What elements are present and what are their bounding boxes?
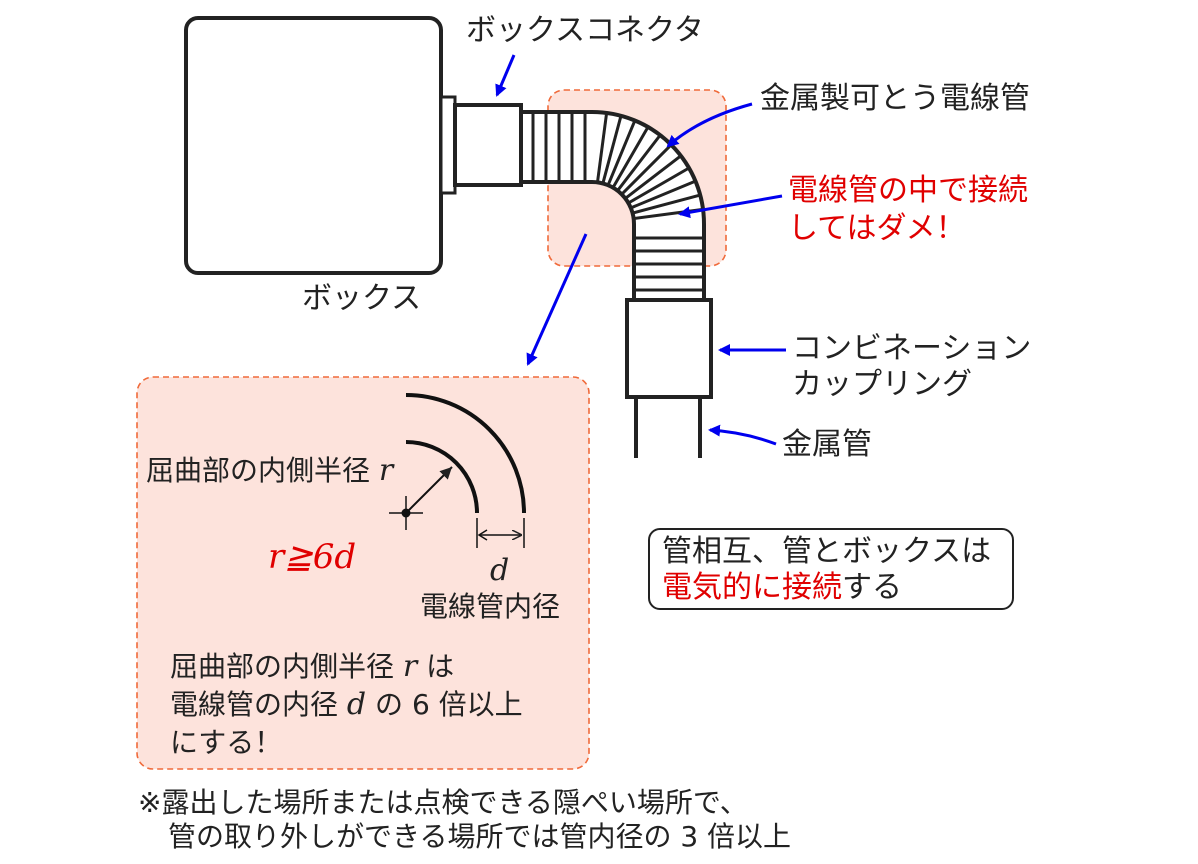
arrow-detail bbox=[526, 233, 588, 366]
rule-line-1-suffix: は bbox=[426, 650, 455, 683]
corrugation-ridge bbox=[616, 134, 662, 192]
rule-line-1-prefix: 屈曲部の内側半径 bbox=[170, 650, 395, 683]
inner-radius-text: 屈曲部の内側半径 bbox=[146, 454, 371, 487]
rule-line-1: 屈曲部の内側半径 r は bbox=[170, 648, 454, 686]
corrugation-ridge bbox=[595, 112, 609, 183]
note-box: 管相互、管とボックスは 電気的に接続する bbox=[648, 528, 1014, 610]
label-box: ボックス bbox=[302, 281, 422, 316]
arrow-flexible-conduit bbox=[666, 102, 753, 148]
corrugation-ridge bbox=[627, 166, 690, 205]
label-inner-radius: 屈曲部の内側半径 r bbox=[146, 452, 393, 490]
radius-arrow bbox=[405, 466, 453, 514]
conduit-corrugations bbox=[531, 112, 704, 292]
corrugation-ridge bbox=[606, 119, 637, 186]
outer-wall-arc bbox=[405, 393, 526, 514]
corrugation-ridge bbox=[630, 179, 697, 210]
dim-arrow-left bbox=[477, 529, 488, 541]
arrow-no-joint bbox=[678, 194, 783, 219]
label-no-joint-2: してはダメ！ bbox=[788, 211, 966, 246]
note-line-2-rest: する bbox=[842, 570, 902, 605]
rule-d-symbol: d bbox=[346, 687, 367, 722]
corrugation-ridge bbox=[624, 154, 682, 200]
box-connector bbox=[453, 103, 523, 187]
rule-r-symbol: r bbox=[402, 649, 418, 684]
rule-line-3: にする！ bbox=[170, 726, 283, 759]
arrow-box-connector bbox=[495, 54, 516, 97]
label-box-connector: ボックスコネクタ bbox=[466, 13, 704, 48]
d-symbol: d bbox=[490, 553, 510, 588]
corrugation-ridge bbox=[632, 193, 701, 215]
rule-line-2-suffix: の 6 倍以上 bbox=[375, 688, 523, 721]
r-symbol: r bbox=[378, 453, 394, 488]
combination-coupling bbox=[625, 298, 713, 399]
box bbox=[184, 16, 443, 275]
label-no-joint-1: 電線管の中で接続 bbox=[788, 173, 1028, 208]
note-electrical-connection: 電気的に接続 bbox=[662, 570, 842, 605]
label-metal-conduit: 金属管 bbox=[782, 427, 872, 462]
footnote-line-2: 管の取り外しができる場所では管内径の 3 倍以上 bbox=[168, 820, 792, 853]
note-line-2: 電気的に接続する bbox=[662, 570, 902, 606]
label-coupling-2: カップリング bbox=[792, 367, 972, 402]
corrugation-ridge bbox=[611, 126, 650, 189]
label-coupling-1: コンビネーション bbox=[792, 331, 1032, 366]
formula: r≧6d bbox=[268, 537, 357, 577]
arrow-metal-conduit bbox=[708, 424, 777, 446]
footnote-line-1: ※露出した場所または点検できる隠ぺい場所で、 bbox=[138, 786, 748, 819]
rule-line-2: 電線管の内径 d の 6 倍以上 bbox=[170, 686, 523, 724]
corrugation-ridge bbox=[620, 143, 673, 196]
note-line-1: 管相互、管とボックスは bbox=[662, 534, 992, 569]
inner-wall-arc bbox=[405, 440, 479, 514]
rule-line-2-prefix: 電線管の内径 bbox=[170, 688, 339, 721]
corrugation-ridge bbox=[601, 115, 623, 184]
detail-panel bbox=[136, 376, 590, 770]
connector-flange bbox=[439, 95, 457, 195]
label-flexible-conduit: 金属製可とう電線管 bbox=[760, 81, 1030, 116]
label-conduit-inner-diameter: 電線管内径 bbox=[420, 590, 561, 623]
